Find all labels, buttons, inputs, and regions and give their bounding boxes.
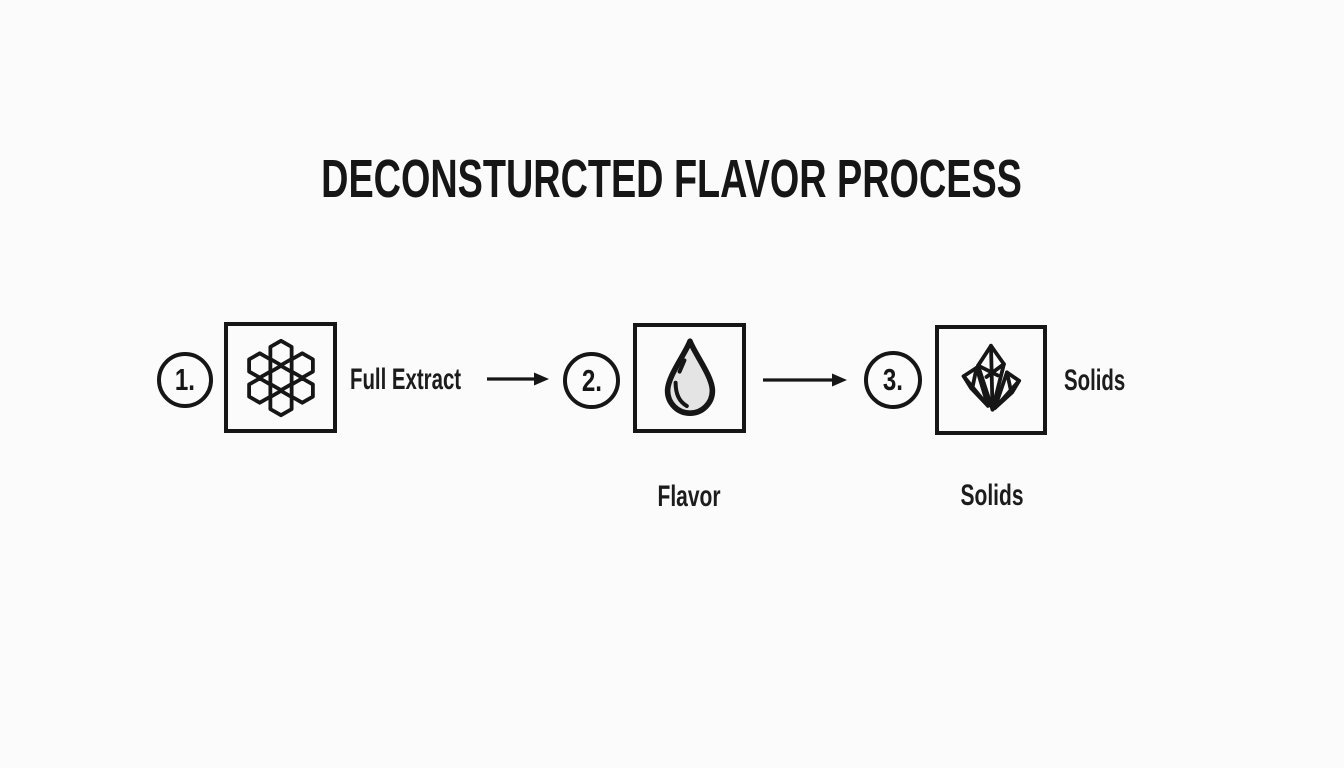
step-1-icon-box xyxy=(224,322,337,433)
arrow-right-icon xyxy=(487,372,549,386)
step-3-below-label: Solids xyxy=(947,481,1037,511)
step-3-number: 3. xyxy=(882,362,904,397)
arrow-right-icon xyxy=(763,373,847,387)
step-3-number-badge: 3. xyxy=(864,351,922,409)
step-2-icon-box xyxy=(633,323,746,433)
step-1-label-text: Full Extract xyxy=(350,363,462,396)
page-title: DECONSTURCTED FLAVOR PROCESS xyxy=(0,148,1344,210)
step-3-icon-box xyxy=(935,325,1047,435)
step-1-number-badge: 1. xyxy=(157,352,213,408)
crystals-icon xyxy=(961,343,1022,412)
step-2-number-badge: 2. xyxy=(563,352,620,409)
page-title-text: DECONSTURCTED FLAVOR PROCESS xyxy=(321,149,1023,209)
step-1-label: Full Extract xyxy=(350,365,513,395)
step-3-label-text: Solids xyxy=(1064,364,1126,397)
step-1-number: 1. xyxy=(174,362,196,397)
step-3-label: Solids xyxy=(1064,366,1154,396)
step-2-below-label: Flavor xyxy=(644,482,734,512)
step-2-number: 2. xyxy=(581,362,602,398)
droplet-icon xyxy=(664,338,715,416)
step-3-below-label-text: Solids xyxy=(960,479,1024,512)
step-2-below-label-text: Flavor xyxy=(657,480,721,513)
honeycomb-icon xyxy=(246,338,315,417)
